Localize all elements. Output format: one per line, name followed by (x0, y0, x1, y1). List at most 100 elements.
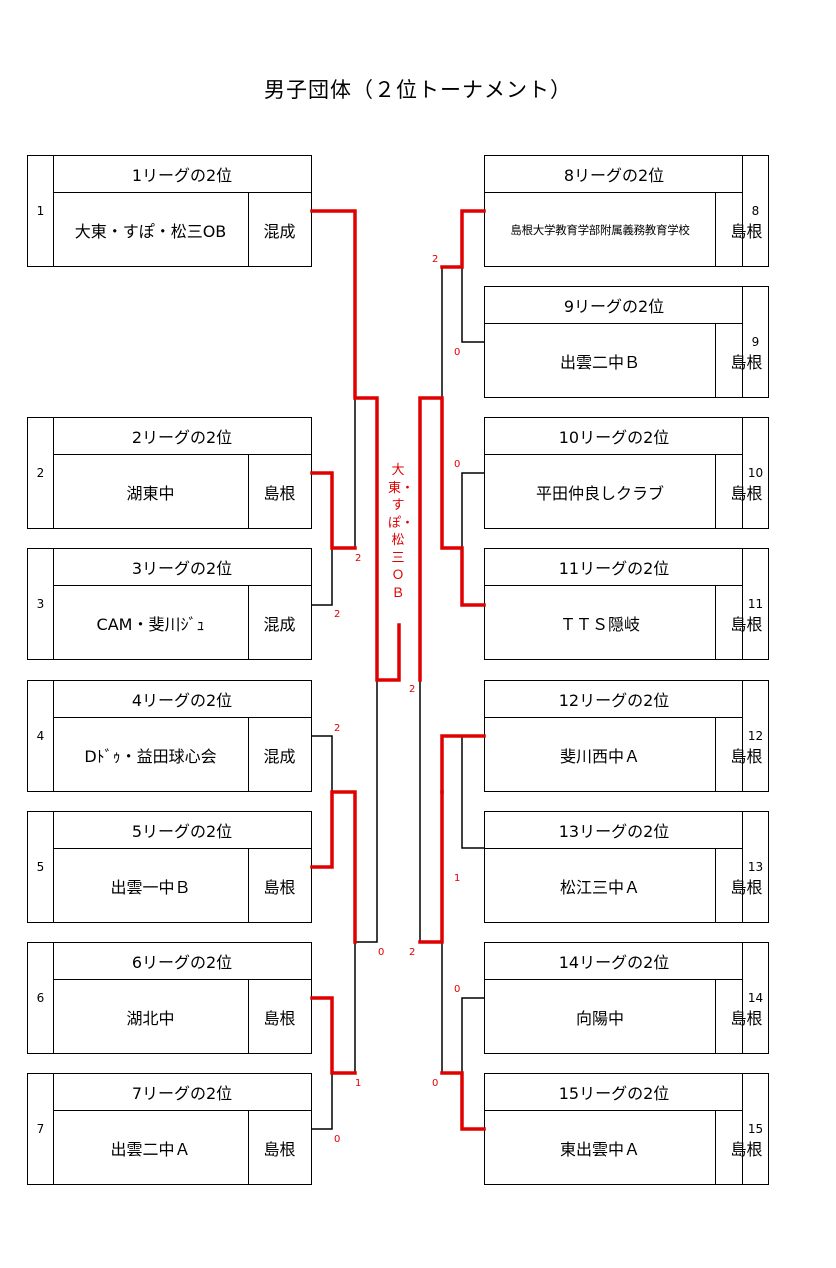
team-number: 6 (28, 943, 54, 1053)
page-title: 男子団体（２位トーナメント） (264, 78, 572, 102)
bracket-line (461, 997, 485, 1074)
team-prefecture: 島根 (263, 1139, 296, 1159)
champion-label: 大東・すぽ・松三ＯＢ (388, 463, 415, 601)
league-label: 12リーグの2位 (485, 681, 743, 718)
team-box-8: 8 8リーグの2位 島根大学教育学部附属義務教育学校 島根 (484, 155, 769, 267)
score-label: 2 (334, 609, 340, 620)
team-box-6: 6 6リーグの2位 湖北中 島根 (27, 942, 312, 1054)
score-label: 1 (355, 1078, 361, 1089)
team-name: 湖東中 (53, 455, 249, 528)
team-box-15: 15 15リーグの2位 東出雲中Ａ 島根 (484, 1073, 769, 1185)
team-prefecture: 島根 (263, 1008, 296, 1028)
team-name: ＴＴＳ隠岐 (485, 586, 716, 659)
team-prefecture: 島根 (263, 483, 296, 503)
team-prefecture: 島根 (730, 352, 763, 372)
bracket-line (311, 1072, 333, 1130)
league-label: 13リーグの2位 (485, 812, 743, 849)
team-name: Dﾄﾞｩ・益田球心会 (53, 718, 249, 791)
team-name: 出雲二中Ａ (53, 1111, 249, 1184)
team-prefecture: 島根 (730, 877, 763, 897)
team-prefecture: 島根 (730, 746, 763, 766)
team-box-1: 1 1リーグの2位 大東・すぽ・松三OB 混成 (27, 155, 312, 267)
league-label: 1リーグの2位 (53, 156, 311, 193)
team-prefecture: 島根 (730, 483, 763, 503)
team-box-5: 5 5リーグの2位 出雲一中Ｂ 島根 (27, 811, 312, 923)
team-box-9: 9 9リーグの2位 出雲二中Ｂ 島根 (484, 286, 769, 398)
team-name: 東出雲中Ａ (485, 1111, 716, 1184)
league-label: 8リーグの2位 (485, 156, 743, 193)
team-box-12: 12 12リーグの2位 斐川西中Ａ 島根 (484, 680, 769, 792)
league-label: 11リーグの2位 (485, 549, 743, 586)
score-label: 2 (409, 947, 415, 958)
winner-path-1 (310, 209, 401, 682)
team-number: 3 (28, 549, 54, 659)
team-prefecture: 島根 (263, 877, 296, 897)
team-name: 島根大学教育学部附属義務教育学校 (485, 193, 716, 266)
team-prefecture: 混成 (263, 221, 296, 241)
bracket-line (354, 679, 378, 943)
league-label: 15リーグの2位 (485, 1074, 743, 1111)
team-name: 平田仲良しクラブ (485, 455, 716, 528)
winner-path-8 (440, 209, 486, 269)
league-label: 5リーグの2位 (53, 812, 311, 849)
team-number: 11 (742, 549, 768, 659)
bracket-line (311, 735, 333, 793)
team-name: 向陽中 (485, 980, 716, 1053)
team-number: 15 (742, 1074, 768, 1184)
team-prefecture: 混成 (263, 746, 296, 766)
league-label: 14リーグの2位 (485, 943, 743, 980)
score-label: 2 (334, 723, 340, 734)
team-box-11: 11 11リーグの2位 ＴＴＳ隠岐 島根 (484, 548, 769, 660)
score-label: 2 (355, 553, 361, 564)
team-prefecture: 島根 (730, 614, 763, 634)
team-number: 1 (28, 156, 54, 266)
team-box-14: 14 14リーグの2位 向陽中 島根 (484, 942, 769, 1054)
team-name: 出雲二中Ｂ (485, 324, 716, 397)
team-number: 5 (28, 812, 54, 922)
winner-path-5 (310, 790, 357, 944)
league-label: 4リーグの2位 (53, 681, 311, 718)
team-box-13: 13 13リーグの2位 松江三中Ａ 島根 (484, 811, 769, 923)
league-label: 7リーグの2位 (53, 1074, 311, 1111)
team-box-4: 4 4リーグの2位 Dﾄﾞｩ・益田球心会 混成 (27, 680, 312, 792)
bracket-line (461, 735, 485, 849)
league-label: 10リーグの2位 (485, 418, 743, 455)
score-label: 0 (378, 947, 384, 958)
team-name: 出雲一中Ｂ (53, 849, 249, 922)
bracket-lines-red (310, 209, 486, 1131)
team-number: 9 (742, 287, 768, 397)
team-number: 2 (28, 418, 54, 528)
winner-path-12b (418, 790, 444, 944)
team-number: 8 (742, 156, 768, 266)
bracket-line (331, 397, 356, 549)
team-box-10: 10 10リーグの2位 平田仲良しクラブ 島根 (484, 417, 769, 529)
team-prefecture: 島根 (730, 1008, 763, 1028)
winner-path-2 (310, 471, 357, 550)
team-name: 大東・すぽ・松三OB (53, 193, 249, 266)
team-number: 13 (742, 812, 768, 922)
bracket-line (461, 266, 485, 343)
scores: 2 2 2 0 1 0 2 0 0 2 1 0 0 2 (334, 254, 460, 1145)
winner-path-12 (440, 734, 486, 794)
league-label: 3リーグの2位 (53, 549, 311, 586)
league-label: 9リーグの2位 (485, 287, 743, 324)
winner-path-15 (440, 1071, 486, 1131)
winner-path-6 (310, 996, 357, 1075)
team-number: 14 (742, 943, 768, 1053)
score-label: 0 (454, 347, 460, 358)
league-label: 6リーグの2位 (53, 943, 311, 980)
team-name: 湖北中 (53, 980, 249, 1053)
score-label: 1 (454, 873, 460, 884)
team-box-3: 3 3リーグの2位 CAM・斐川ｼﾞｭ 混成 (27, 548, 312, 660)
team-prefecture: 混成 (263, 614, 296, 634)
team-number: 12 (742, 681, 768, 791)
team-number: 10 (742, 418, 768, 528)
bracket-line (461, 472, 485, 549)
team-number: 4 (28, 681, 54, 791)
bracket-line (311, 547, 333, 606)
score-label: 0 (334, 1134, 340, 1145)
score-label: 0 (454, 984, 460, 995)
score-label: 2 (409, 684, 415, 695)
team-prefecture: 島根 (730, 221, 763, 241)
